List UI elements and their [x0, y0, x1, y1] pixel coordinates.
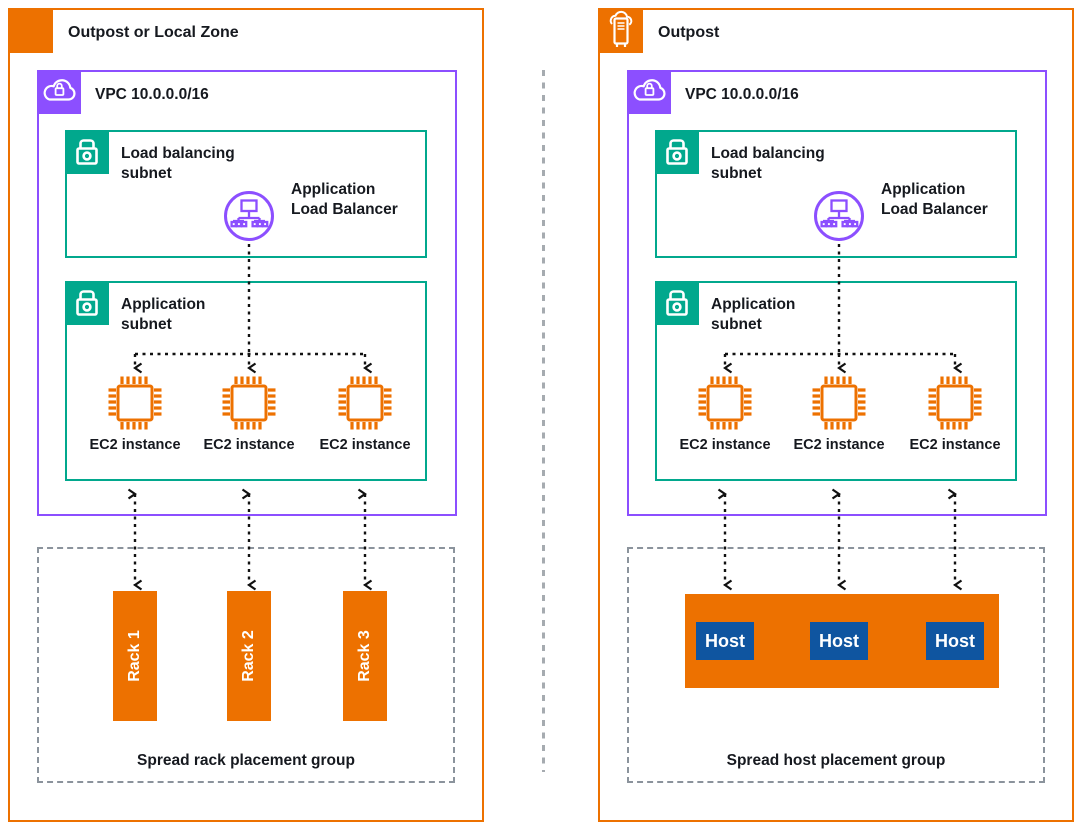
outpost-host-bar: Host Host Host: [685, 594, 999, 688]
application-subnet-box: Application subnet: [65, 281, 427, 481]
placement-group-label: Spread host placement group: [726, 752, 946, 769]
application-load-balancer-icon: [813, 190, 865, 242]
host-2: Host: [810, 622, 868, 660]
ec2-instance: EC2 instance: [667, 375, 783, 453]
lock-icon: [65, 281, 109, 325]
rack-label: Rack 2: [240, 630, 257, 682]
spread-host-placement-group-box: Host Host Host Spread host placement gro…: [627, 547, 1045, 783]
vpc-label: VPC 10.0.0.0/16: [95, 86, 209, 103]
panel-title: Outpost or Local Zone: [68, 24, 239, 41]
ec2-chip-icon: [107, 375, 163, 431]
application-load-balancer-icon: [223, 190, 275, 242]
panel-divider: [542, 70, 545, 772]
lock-icon: [655, 130, 699, 174]
host-1: Host: [696, 622, 754, 660]
ec2-instance-label: EC2 instance: [793, 437, 885, 453]
application-subnet-box: Application subnet: [655, 281, 1017, 481]
placement-group-label: Spread rack placement group: [137, 752, 355, 769]
ec2-chip-icon: [927, 375, 983, 431]
ec2-chip-icon: [337, 375, 393, 431]
rack-3: Rack 3: [343, 591, 387, 721]
ec2-instance-label: EC2 instance: [89, 437, 181, 453]
load-balancing-subnet-box: Load balancing subnet: [655, 130, 1017, 258]
panel-title: Outpost: [658, 24, 720, 41]
ec2-instance: EC2 instance: [191, 375, 307, 453]
lock-icon: [65, 130, 109, 174]
ec2-chip-icon: [221, 375, 277, 431]
panel-outpost: Outpost VPC 10.0.0.0/16 Load: [598, 8, 1074, 822]
outposts-icon: [598, 8, 643, 53]
ec2-chip-icon: [811, 375, 867, 431]
rack-label: Rack 1: [126, 630, 143, 682]
application-load-balancer-label: Application Load Balancer: [291, 181, 398, 219]
ec2-instance: EC2 instance: [781, 375, 897, 453]
panel-outpost-or-local-zone: Outpost or Local Zone VPC 10.0.0.0/16: [8, 8, 484, 822]
application-subnet-label: Application subnet: [121, 296, 206, 334]
load-balancing-subnet-box: Load balancing subnet: [65, 130, 427, 258]
ec2-instance: EC2 instance: [897, 375, 1013, 453]
application-subnet-label: Application subnet: [711, 296, 796, 334]
application-load-balancer-label: Application Load Balancer: [881, 181, 988, 219]
load-balancing-subnet-label: Load balancing subnet: [121, 145, 235, 183]
ec2-instance-label: EC2 instance: [679, 437, 771, 453]
rack-1: Rack 1: [113, 591, 157, 721]
load-balancing-subnet-label: Load balancing subnet: [711, 145, 825, 183]
vpc-box: VPC 10.0.0.0/16 Load balancing subnet: [627, 70, 1047, 516]
ec2-instance: EC2 instance: [307, 375, 423, 453]
vpc-icon: [627, 70, 671, 114]
ec2-instance: EC2 instance: [77, 375, 193, 453]
ec2-instance-label: EC2 instance: [909, 437, 1001, 453]
host-3: Host: [926, 622, 984, 660]
vpc-label: VPC 10.0.0.0/16: [685, 86, 799, 103]
ec2-instance-label: EC2 instance: [203, 437, 295, 453]
ec2-chip-icon: [697, 375, 753, 431]
lock-icon: [655, 281, 699, 325]
spread-rack-placement-group-box: Rack 1 Rack 2 Rack 3 Spread rack placeme…: [37, 547, 455, 783]
vpc-box: VPC 10.0.0.0/16 Load balancing subnet: [37, 70, 457, 516]
rack-label: Rack 3: [356, 630, 373, 682]
vpc-icon: [37, 70, 81, 114]
rack-2: Rack 2: [227, 591, 271, 721]
local-zone-icon: [8, 8, 53, 53]
ec2-instance-label: EC2 instance: [319, 437, 411, 453]
